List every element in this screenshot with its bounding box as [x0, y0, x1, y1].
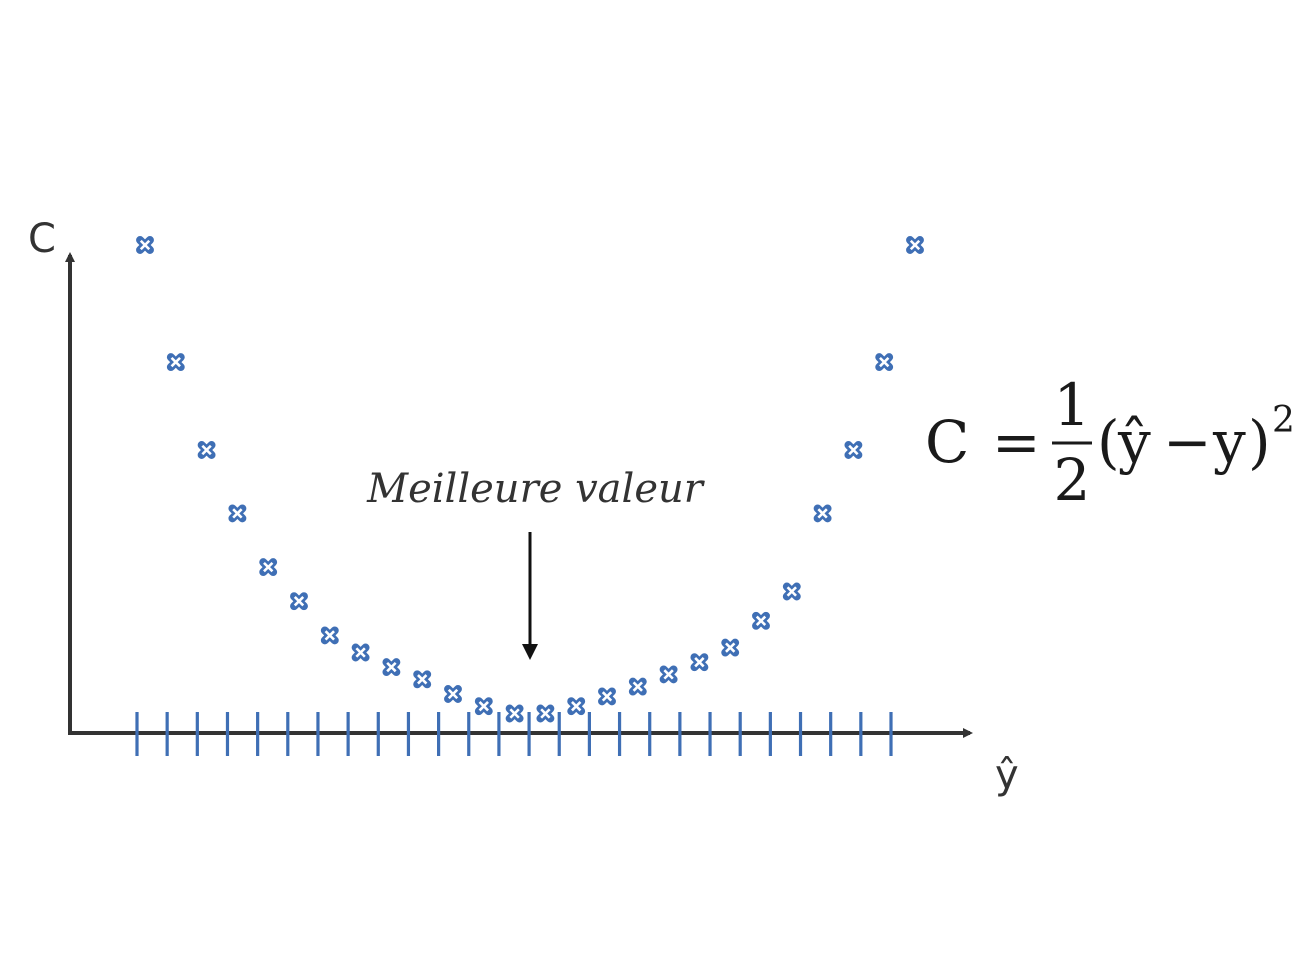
data-point	[782, 582, 801, 601]
data-point	[567, 697, 586, 716]
formula-lhs: C	[925, 408, 969, 476]
data-point	[844, 441, 863, 459]
data-point	[444, 685, 462, 703]
data-points	[136, 236, 924, 723]
formula-y: y	[1212, 408, 1246, 476]
annotation-label: Meilleure valeur	[366, 466, 706, 512]
formula-open-paren: (	[1097, 408, 1120, 476]
formula-close-paren: )	[1248, 408, 1271, 476]
data-point	[875, 353, 894, 372]
formula-equals: =	[992, 408, 1041, 476]
rug-ticks	[135, 712, 893, 756]
data-point	[320, 626, 339, 645]
x-axis-label: ŷ	[995, 752, 1019, 798]
formula-numerator: 1	[1054, 371, 1091, 439]
data-point	[598, 687, 616, 706]
formula-minus: −	[1163, 408, 1212, 476]
data-point	[628, 677, 647, 696]
data-point	[659, 665, 678, 684]
data-point	[536, 704, 555, 723]
data-point	[259, 558, 278, 577]
data-point	[413, 670, 432, 689]
data-point	[690, 653, 709, 672]
data-point	[166, 353, 185, 372]
data-point	[906, 236, 924, 254]
data-point	[474, 697, 493, 716]
formula-yhat: ŷ	[1117, 408, 1151, 476]
data-point	[197, 441, 216, 459]
data-point	[721, 638, 740, 657]
formula-denominator: 2	[1054, 446, 1091, 514]
data-point	[505, 704, 524, 723]
data-point	[813, 504, 832, 523]
data-point	[351, 643, 370, 662]
data-point	[382, 658, 401, 677]
cost-formula: C = 1 2 ( ŷ − y ) 2	[925, 371, 1295, 514]
data-point	[228, 504, 247, 523]
data-point	[136, 236, 154, 254]
formula-exponent: 2	[1272, 400, 1295, 441]
y-axis-label: C	[28, 216, 56, 262]
data-point	[752, 611, 770, 630]
data-point	[290, 592, 308, 611]
